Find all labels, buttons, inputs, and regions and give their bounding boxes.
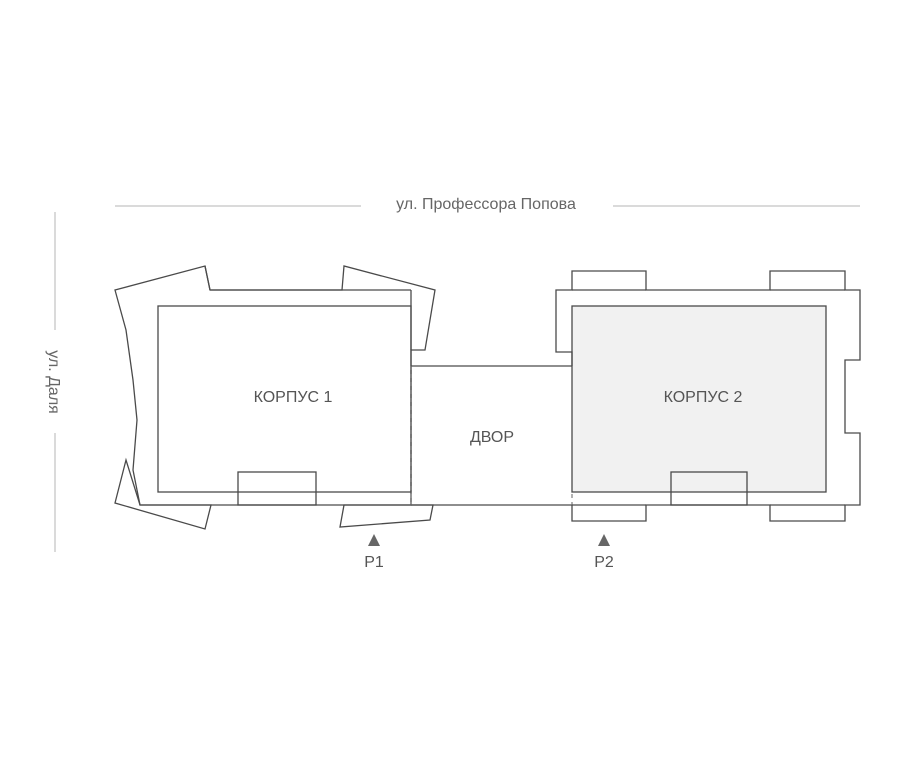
entrance-p2: Р2 (594, 534, 614, 571)
street-left: ул. Даля (45, 212, 62, 552)
building-2-label: КОРПУС 2 (664, 389, 743, 406)
building-2-outline (555, 270, 861, 522)
building-2-inner (571, 305, 827, 493)
courtyard-label: ДВОР (470, 429, 514, 446)
building-1-outline (114, 265, 436, 506)
entrance-p2-label: Р2 (594, 554, 614, 571)
building-1 (114, 265, 436, 530)
street-top-label: ул. Профессора Попова (396, 196, 576, 213)
building-1-wing-tl (204, 265, 211, 291)
street-left-label: ул. Даля (45, 350, 62, 414)
entrance-p1: Р1 (364, 534, 384, 571)
building-1-wing-br (339, 504, 434, 528)
entrance-p1-triangle-icon (368, 534, 380, 546)
street-top: ул. Профессора Попова (115, 196, 860, 213)
entrance-p1-label: Р1 (364, 554, 384, 571)
building-2-fill (572, 306, 826, 492)
building-1-label: КОРПУС 1 (254, 389, 333, 406)
building-2 (555, 270, 861, 522)
entrance-p2-triangle-icon (598, 534, 610, 546)
building-1-stair (237, 471, 317, 506)
building-1-wing-bl (114, 457, 212, 530)
building-2-stair (670, 471, 748, 506)
